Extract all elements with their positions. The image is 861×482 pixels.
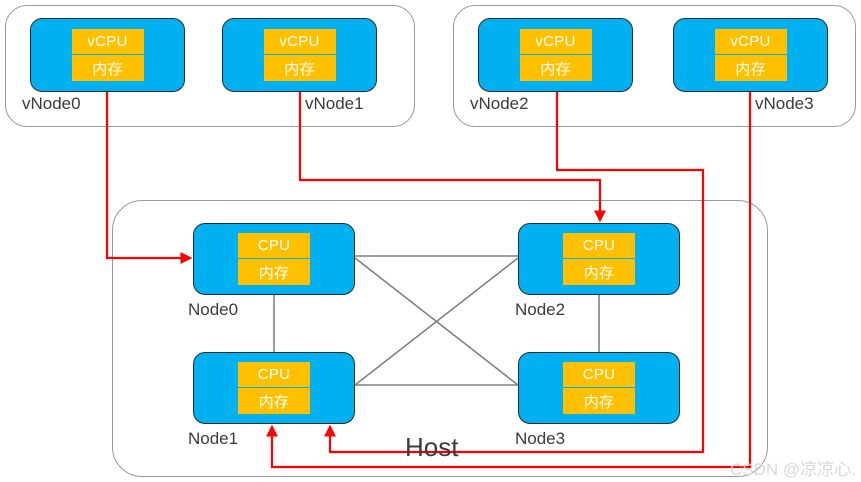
node0-label: Node0 xyxy=(188,300,239,319)
node1-memory-slot: 内存 xyxy=(238,388,310,414)
node0-memory-slot: 内存 xyxy=(238,259,310,285)
watermark-text: CSDN @凉凉心. xyxy=(730,460,856,479)
node1-label: Node1 xyxy=(188,429,239,448)
node2-memory-slot: 内存 xyxy=(563,259,635,285)
node2-cpu-slot: CPU xyxy=(563,233,635,259)
vnode2-memory-slot: 内存 xyxy=(519,55,592,81)
host-title: Host xyxy=(405,432,459,462)
vnode0-memory-slot: 内存 xyxy=(71,55,144,81)
vnode2-label: vNode2 xyxy=(470,94,529,113)
vnode2-cpu-slot: vCPU xyxy=(519,29,592,55)
node1-cpu-slot: CPU xyxy=(238,362,310,388)
vnode1-memory-slot: 内存 xyxy=(263,55,336,81)
vnode3-memory-slot: 内存 xyxy=(714,55,787,81)
vnode0-label: vNode0 xyxy=(22,94,81,113)
vnode1-label: vNode1 xyxy=(305,94,364,113)
vnode3-cpu-slot: vCPU xyxy=(714,29,787,55)
node3-label: Node3 xyxy=(515,429,566,448)
vnode3-label: vNode3 xyxy=(755,94,814,113)
node2-label: Node2 xyxy=(515,300,566,319)
node0-cpu-slot: CPU xyxy=(238,233,310,259)
guest-group-left-box xyxy=(5,5,415,127)
node3-memory-slot: 内存 xyxy=(563,388,635,414)
vnode1-cpu-slot: vCPU xyxy=(263,29,336,55)
vnode0-cpu-slot: vCPU xyxy=(71,29,144,55)
node3-cpu-slot: CPU xyxy=(563,362,635,388)
